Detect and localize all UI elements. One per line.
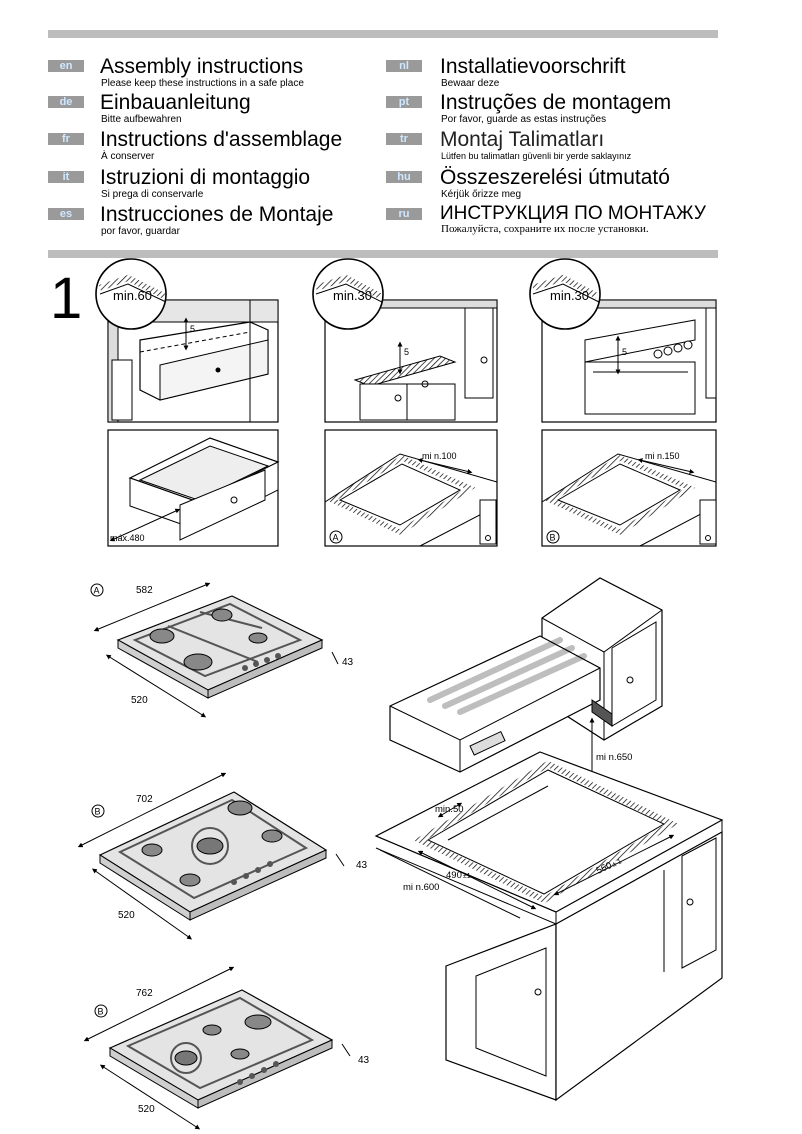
hob-a-marker: A [94,586,100,596]
lang-subtitle-tr: Lütfen bu talimatları güvenli bir yerde … [441,151,632,161]
lang-code-hu: hu [386,171,422,183]
hob-a-drawing: A 582 520 43 [90,582,354,718]
lang-title-tr: Montaj Talimatları [440,128,605,151]
lang-code-de: de [48,96,84,108]
panel-hob-cutout-a: mi n.100 A [324,429,498,547]
lang-code-pt: pt [386,96,422,108]
lang-subtitle-de: Bitte aufbewahren [101,114,182,125]
lang-code-fr: fr [48,133,84,145]
front-clearance-label: mi n.600 [403,882,439,893]
hob-b1-height: 43 [356,860,368,871]
hob-b-702-drawing: B 702 520 43 [77,772,368,940]
lang-title-nl: Installatievoorschrift [440,55,626,78]
panel6-dim-label: mi n.150 [645,451,680,461]
lang-code-en: en [48,60,84,72]
lang-code-it: it [48,171,84,183]
panel-oven-under-hob-2: 5 min.30 [529,258,717,423]
hob-a-height: 43 [342,657,354,668]
panel2-gap-label: 5 [404,347,409,357]
hob-b-762-drawing: B 762 520 43 [83,966,370,1130]
panel5-marker: A [333,533,339,543]
lang-title-en: Assembly instructions [100,55,304,78]
lang-title-it: Istruzioni di montaggio [100,166,311,189]
panel6-marker: B [550,533,556,543]
step-number: 1 [50,266,83,331]
hob-a-depth: 520 [131,695,148,706]
lang-title-hu: Összeszerelési útmutató [440,166,670,189]
hob-b2-width: 762 [136,988,153,999]
panel-drawer-install: 5 min.60 [95,258,279,423]
panel1-zoom-label: min.60 [113,288,152,303]
hob-b1-width: 702 [136,794,153,805]
panel4-dim-label: máx.480 [110,533,145,543]
panel-drawer-depth: máx.480 [107,429,280,547]
lang-subtitle-ru: Пожалуйста, сохраните их после установки… [441,223,649,235]
lang-subtitle-es: por favor, guardar [101,226,180,237]
hob-a-width: 582 [136,585,153,596]
section-divider [48,250,718,258]
panel3-gap-label: 5 [622,347,627,357]
top-divider [48,30,718,38]
panel1-gap-label: 5 [190,324,195,334]
lang-subtitle-hu: Kérjük őrizze meg [441,189,522,200]
panel5-dim-label: mi n.100 [422,451,457,461]
lang-title-es: Instrucciones de Montaje [100,203,334,226]
kitchen-cutout-drawing: mi n.650 min.50 490±1 560± 1 mi n.600 [374,577,724,1102]
hob-b1-marker: B [95,807,101,817]
lang-code-tr: tr [386,133,422,145]
lang-subtitle-fr: À conserver [101,151,155,162]
lang-subtitle-nl: Bewaar deze [441,78,500,89]
lang-subtitle-pt: Por favor, guarde as estas instruções [441,114,607,125]
panel3-zoom-label: min.30 [550,288,589,303]
lang-code-nl: nl [386,60,422,72]
hob-b2-depth: 520 [138,1104,155,1115]
hob-b2-marker: B [98,1007,104,1017]
panel2-zoom-label: min.30 [333,288,372,303]
lang-title-de: Einbauanleitung [100,91,251,114]
lang-subtitle-en: Please keep these instructions in a safe… [101,78,304,89]
lang-title-fr: Instructions d'assemblage [100,128,343,151]
panel-oven-under-hob-1: 5 min.30 [312,258,498,423]
hob-b2-height: 43 [358,1055,370,1066]
cutout-depth-label: 490±1 [446,870,471,881]
lang-title-pt: Instruções de montagem [440,91,672,114]
hood-clearance-label: mi n.650 [596,752,632,763]
panel-hob-cutout-b: mi n.150 B [541,429,717,547]
rear-clearance-label: min.50 [435,804,464,815]
lang-subtitle-it: Si prega di conservarle [101,189,204,200]
lang-code-ru: ru [386,208,422,220]
hob-b1-depth: 520 [118,910,135,921]
lang-title-ru: ИНСТРУКЦИЯ ПО МОНТАЖУ [440,203,706,224]
lang-code-es: es [48,208,84,220]
